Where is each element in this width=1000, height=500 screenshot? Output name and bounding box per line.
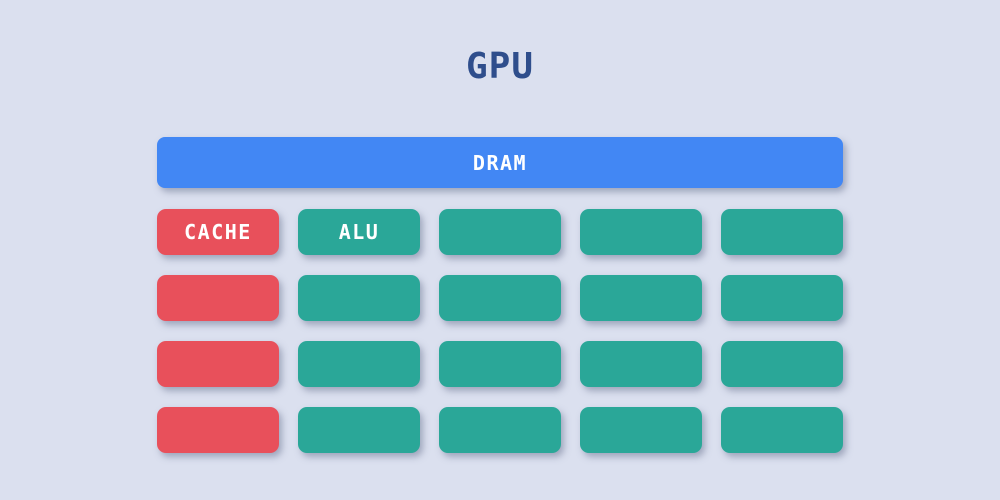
block-grid: CACHE ALU <box>157 209 843 453</box>
cache-block: CACHE <box>157 209 279 255</box>
dram-label: DRAM <box>472 150 528 175</box>
dram-block: DRAM <box>157 137 843 188</box>
alu-block <box>580 275 702 321</box>
alu-block <box>580 407 702 453</box>
alu-block <box>721 407 843 453</box>
alu-block <box>298 341 420 387</box>
cache-block-label: CACHE <box>184 220 252 244</box>
alu-block <box>580 341 702 387</box>
alu-block: ALU <box>298 209 420 255</box>
cache-block <box>157 275 279 321</box>
alu-block <box>439 407 561 453</box>
cache-block <box>157 341 279 387</box>
alu-block <box>580 209 702 255</box>
alu-block <box>439 275 561 321</box>
alu-block <box>721 209 843 255</box>
alu-block <box>439 209 561 255</box>
alu-block <box>298 407 420 453</box>
alu-block <box>298 275 420 321</box>
alu-block <box>721 341 843 387</box>
cache-block <box>157 407 279 453</box>
diagram-title: GPU <box>465 46 535 87</box>
alu-block <box>439 341 561 387</box>
alu-block-label: ALU <box>338 220 380 244</box>
alu-block <box>721 275 843 321</box>
